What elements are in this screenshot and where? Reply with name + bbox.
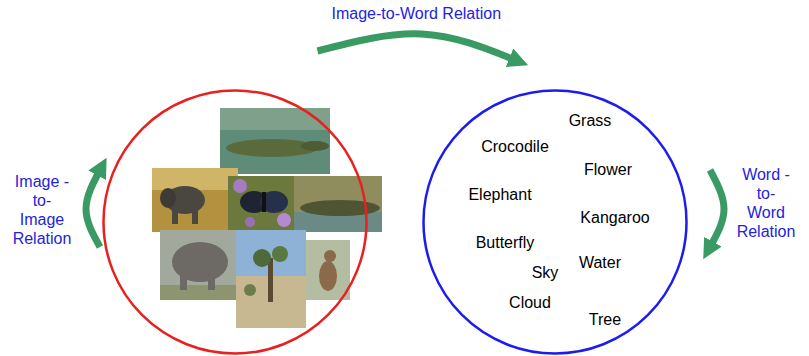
relation-label: Image -to- Image Relation [13, 172, 72, 249]
circle-region [102, 89, 368, 355]
photo-ground [306, 240, 350, 300]
photo-butterfly [228, 176, 294, 230]
circle-outline [424, 91, 687, 354]
relation-arrow [86, 170, 100, 247]
concept-word: Elephant [468, 186, 531, 204]
photo-trees [236, 230, 306, 328]
photo-ground [152, 168, 238, 232]
butterfly-figure [240, 191, 268, 213]
flower-figure [245, 217, 255, 227]
photo-bank [220, 108, 330, 130]
concept-word: Cloud [509, 294, 551, 312]
tree-figure [253, 249, 271, 267]
butterfly-figure [260, 191, 288, 213]
elephant-figure [180, 270, 187, 290]
flower-figure [277, 213, 291, 227]
photo-ground [294, 176, 382, 232]
concept-word: Sky [532, 264, 559, 282]
shrub-figure [244, 284, 256, 296]
concept-word: Kangaroo [580, 209, 649, 227]
concept-word: Butterfly [476, 234, 535, 252]
concept-word: Flower [584, 161, 632, 179]
photo-ground [228, 176, 294, 230]
elephant-figure [192, 208, 198, 224]
relation-arrow [710, 170, 724, 247]
photo-grass [160, 285, 236, 300]
photo-ground [160, 230, 236, 300]
circle-region: GrassCrocodileFlowerElephantKangarooButt… [422, 89, 688, 355]
photo-crocodile [294, 176, 382, 232]
crocodile-figure [301, 141, 329, 151]
elephant-figure [172, 208, 178, 224]
kangaroo-figure [319, 261, 337, 291]
concept-word: Grass [569, 112, 612, 130]
photo-elephant [160, 230, 236, 300]
photo-kangaroo [306, 240, 350, 300]
concept-word: Tree [589, 311, 621, 329]
tree-figure [272, 246, 288, 262]
concept-word: Crocodile [481, 138, 549, 156]
elephant-figure [208, 270, 215, 290]
relation-arrow [317, 34, 515, 60]
flower-figure [233, 179, 247, 193]
elephant-figure [160, 188, 176, 208]
circle-outline [102, 89, 368, 355]
photo-sky [152, 168, 238, 190]
photo-ground [236, 230, 306, 328]
butterfly-figure [262, 192, 266, 212]
kangaroo-figure [324, 250, 336, 262]
crocodile-figure [300, 200, 380, 216]
tree-figure [268, 258, 273, 302]
concept-word: Water [579, 254, 621, 272]
circle-outline [104, 91, 367, 354]
relation-label: Word -to- Word Relation [737, 165, 796, 242]
relation-label: Image-to-Word Relation [331, 4, 501, 23]
photo-elephant [152, 168, 238, 232]
